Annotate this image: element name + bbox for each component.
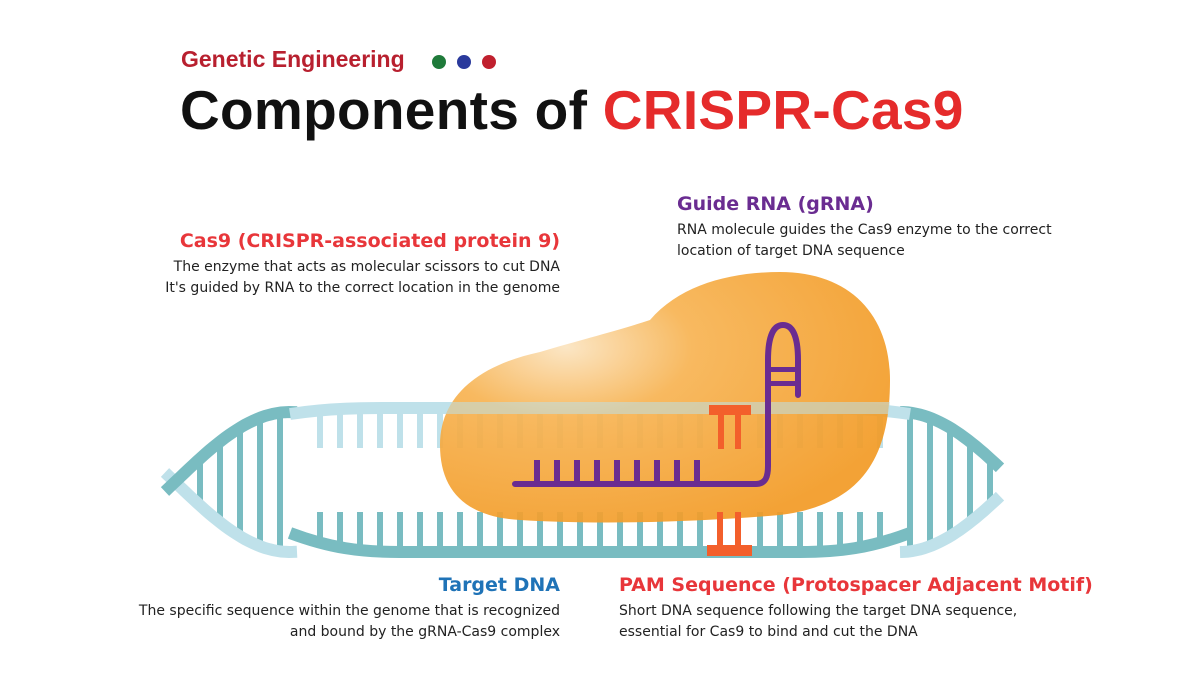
grna-base [694,460,700,484]
target-dna-desc-line-2: and bound by the gRNA-Cas9 complex [289,624,560,640]
base-pair [257,417,263,547]
base-pair [497,512,503,546]
base-pair [927,417,933,547]
grna-label: Guide RNA (gRNA) RNA molecule guides the… [677,193,1097,262]
grna-base [534,460,540,484]
base-pair [797,512,803,546]
grna-desc-line-2: location of target DNA sequence [677,243,905,259]
base-pair [597,512,603,546]
base-pair [217,441,223,523]
blue-dot [457,55,471,69]
pam-desc-line-2: essential for Cas9 to bind and cut the D… [619,624,918,640]
base-pair [637,512,643,546]
grna-base [594,460,600,484]
base-pair [457,512,463,546]
base-pair [517,512,523,546]
base-pair [397,414,403,448]
dna-strand-front [160,405,1005,496]
base-pair [417,512,423,546]
base-pair [317,414,323,448]
base-pair [237,427,243,537]
grna-title: Guide RNA (gRNA) [677,193,874,215]
grna-base [634,460,640,484]
base-pair [777,512,783,546]
pam-title: PAM Sequence (Protospacer Adjacent Motif… [619,574,1093,596]
base-pair [537,512,543,546]
base-pair [477,512,483,546]
cas9-label: Cas9 (CRISPR-associated protein 9) The e… [140,230,560,299]
pam-label: PAM Sequence (Protospacer Adjacent Motif… [619,574,1093,643]
base-pair [397,512,403,546]
pam-top-marker [709,405,751,449]
base-pair [837,512,843,546]
base-pair [337,512,343,546]
grna-backbone [512,322,801,487]
cas9-desc-line-2: It's guided by RNA to the correct locati… [165,280,560,296]
title-main: Components of [180,79,603,141]
green-dot [432,55,446,69]
base-pair [377,512,383,546]
base-pair [987,458,993,506]
base-pair [357,512,363,546]
base-pair [417,414,423,448]
dna-strand-bottom [287,527,913,558]
guide-rna [512,322,801,487]
base-pair [697,512,703,546]
base-pair [557,512,563,546]
target-dna-label: Target DNA The specific sequence within … [120,574,560,643]
grna-base [574,460,580,484]
base-pair [437,512,443,546]
base-pair [577,512,583,546]
red-dot [482,55,496,69]
grna-base [614,460,620,484]
base-pair [757,512,763,546]
base-pair [817,512,823,546]
grna-base [554,460,560,484]
grna-desc-line-1: RNA molecule guides the Cas9 enzyme to t… [677,222,1052,238]
base-pair [357,414,363,448]
cas9-title: Cas9 (CRISPR-associated protein 9) [179,230,560,252]
cas9-protein [440,272,890,523]
base-pair [197,458,203,506]
base-pair [277,412,283,552]
pam-desc-line-1: Short DNA sequence following the target … [619,603,1018,619]
title-accent: CRISPR-Cas9 [602,79,964,141]
base-pair [877,512,883,546]
grna-hairpin [768,367,800,386]
base-pair [317,512,323,546]
cas9-desc-line-1: The enzyme that acts as molecular scisso… [173,259,560,275]
target-dna-title: Target DNA [438,574,560,596]
base-pair [857,512,863,546]
target-dna-desc-line-1: The specific sequence within the genome … [138,603,560,619]
base-pair [967,441,973,523]
base-pair [907,412,913,552]
base-pair [617,512,623,546]
base-pair [947,427,953,537]
dna-strand-back [160,468,1005,559]
base-pair [657,512,663,546]
grna-base [674,460,680,484]
base-pair [377,414,383,448]
base-pair [337,414,343,448]
page-title: Components of CRISPR-Cas9 [180,78,964,142]
base-pair [437,414,443,448]
grna-base [654,460,660,484]
eyebrow-label: Genetic Engineering [181,46,405,72]
base-pair [677,512,683,546]
pam-bottom-marker [707,512,752,556]
grna-bases [534,460,700,484]
